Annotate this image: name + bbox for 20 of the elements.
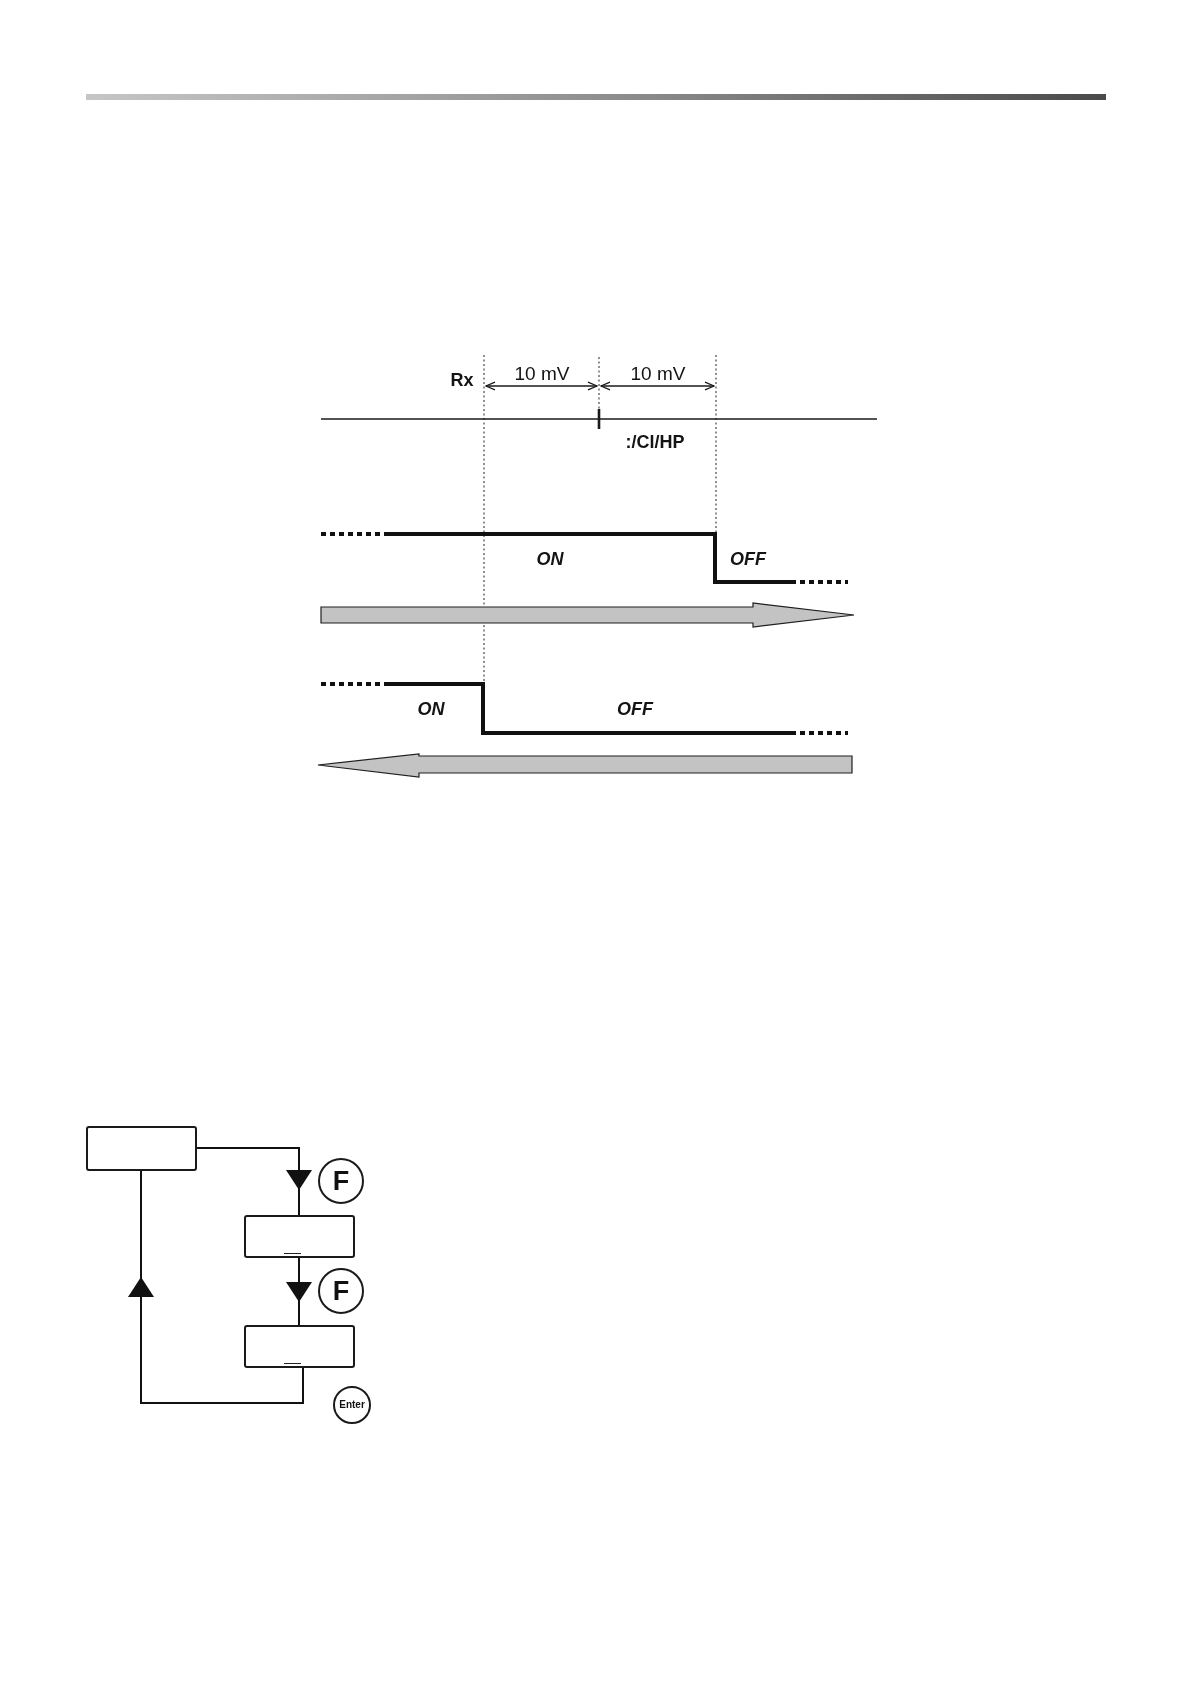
display-box (86, 1126, 197, 1171)
arrow (128, 1170, 304, 1404)
state-label: OFF (617, 698, 653, 720)
arrow (196, 1147, 312, 1216)
axis-label: :/Cl/HP (625, 431, 685, 453)
key-label: F (332, 1277, 350, 1305)
key-label: F (332, 1167, 350, 1195)
state-label: OFF (730, 548, 766, 570)
enter-key (333, 1386, 371, 1424)
state-label: ON (417, 698, 445, 720)
function-key (318, 1268, 364, 1314)
display-box (244, 1215, 355, 1258)
dimension-label: 10 mV (630, 363, 686, 385)
axis-label: Rx (450, 369, 474, 391)
state-label: ON (536, 548, 564, 570)
display-box (244, 1325, 355, 1368)
function-key (318, 1158, 364, 1204)
key-label: Enter (339, 1400, 365, 1410)
dimension-label: 10 mV (514, 363, 570, 385)
arrow (286, 1257, 312, 1326)
